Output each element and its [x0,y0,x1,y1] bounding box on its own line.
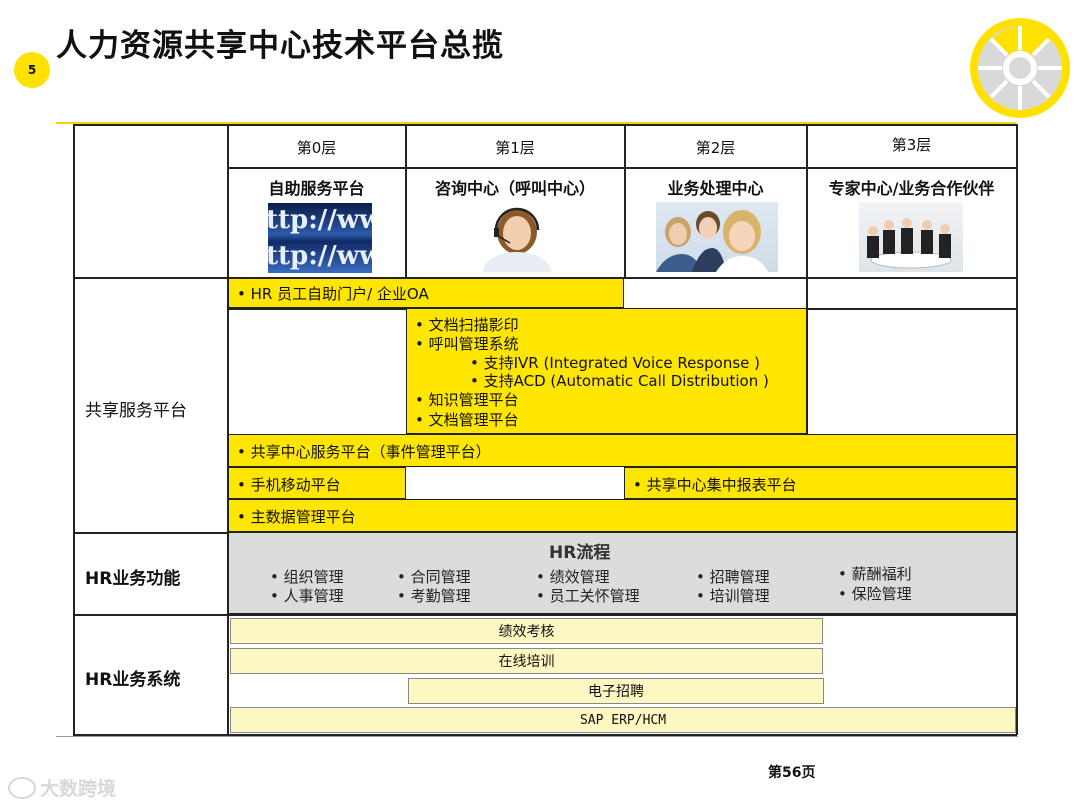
employee-portal-box: • HR 员工自助门户/ 企业OA [228,278,624,308]
slide-title: 人力资源共享中心技术平台总揽 [56,20,504,65]
process-item: • 考勤管理 [397,585,471,606]
hr-process-title: HR流程 [549,538,610,563]
tier-3-name: 专家中心/业务合作伙伴 [807,175,1016,199]
watermark: 大数跨境 [8,774,116,801]
event-management-box: • 共享中心服务平台（事件管理平台） [228,434,1017,467]
process-item: • 招聘管理 [696,566,770,587]
online-training-bar: 在线培训 [230,648,823,674]
process-item: • 薪酬福利 [838,563,912,584]
process-item: • 绩效管理 [536,566,610,587]
tier-2-label: 第2层 [625,137,806,158]
doc-scan-item: • 文档扫描影印 [415,314,519,335]
tier-1-label: 第1层 [406,137,624,158]
master-data-box: • 主数据管理平台 [228,499,1017,532]
performance-system-bar: 绩效考核 [230,618,823,644]
row-label-hr-function: HR业务功能 [85,564,180,589]
brand-wheel-icon [966,14,1074,122]
tier-1-name: 咨询中心（呼叫中心） [406,175,624,199]
watermark-logo-icon [8,777,36,799]
process-item: • 组织管理 [270,566,344,587]
page-number: 第56页 [768,762,815,782]
tier-0-label: 第0层 [228,137,405,158]
row-label-hr-system: HR业务系统 [85,665,180,690]
process-item: • 培训管理 [696,585,770,606]
call-management-item: • 呼叫管理系统 [415,333,519,354]
e-recruitment-bar: 电子招聘 [408,678,824,704]
footer-rule [56,736,1018,737]
process-item: • 员工关怀管理 [536,585,640,606]
doc-management-item: • 文档管理平台 [415,409,519,430]
acd-item: • 支持ACD (Automatic Call Distribution ) [470,370,769,391]
slide-number-badge: 5 [14,52,50,88]
http-browser-image: ttp://ww ttp://ww [268,203,372,273]
row-label-shared-platform: 共享服务平台 [85,396,187,421]
sap-erp-hcm-bar: SAP ERP/HCM [230,707,1016,733]
tier-3-label: 第3层 [807,134,1016,155]
mobile-platform-box: • 手机移动平台 [228,467,406,499]
knowledge-platform-item: • 知识管理平台 [415,389,519,410]
business-meeting-image [859,202,963,272]
process-item: • 人事管理 [270,585,344,606]
report-platform-box: • 共享中心集中报表平台 [624,467,1017,499]
tier-2-name: 业务处理中心 [625,175,806,199]
service-team-image [656,202,778,272]
call-center-agent-image [474,202,560,272]
tier-0-name: 自助服务平台 [228,175,405,199]
process-item: • 保险管理 [838,583,912,604]
process-item: • 合同管理 [397,566,471,587]
